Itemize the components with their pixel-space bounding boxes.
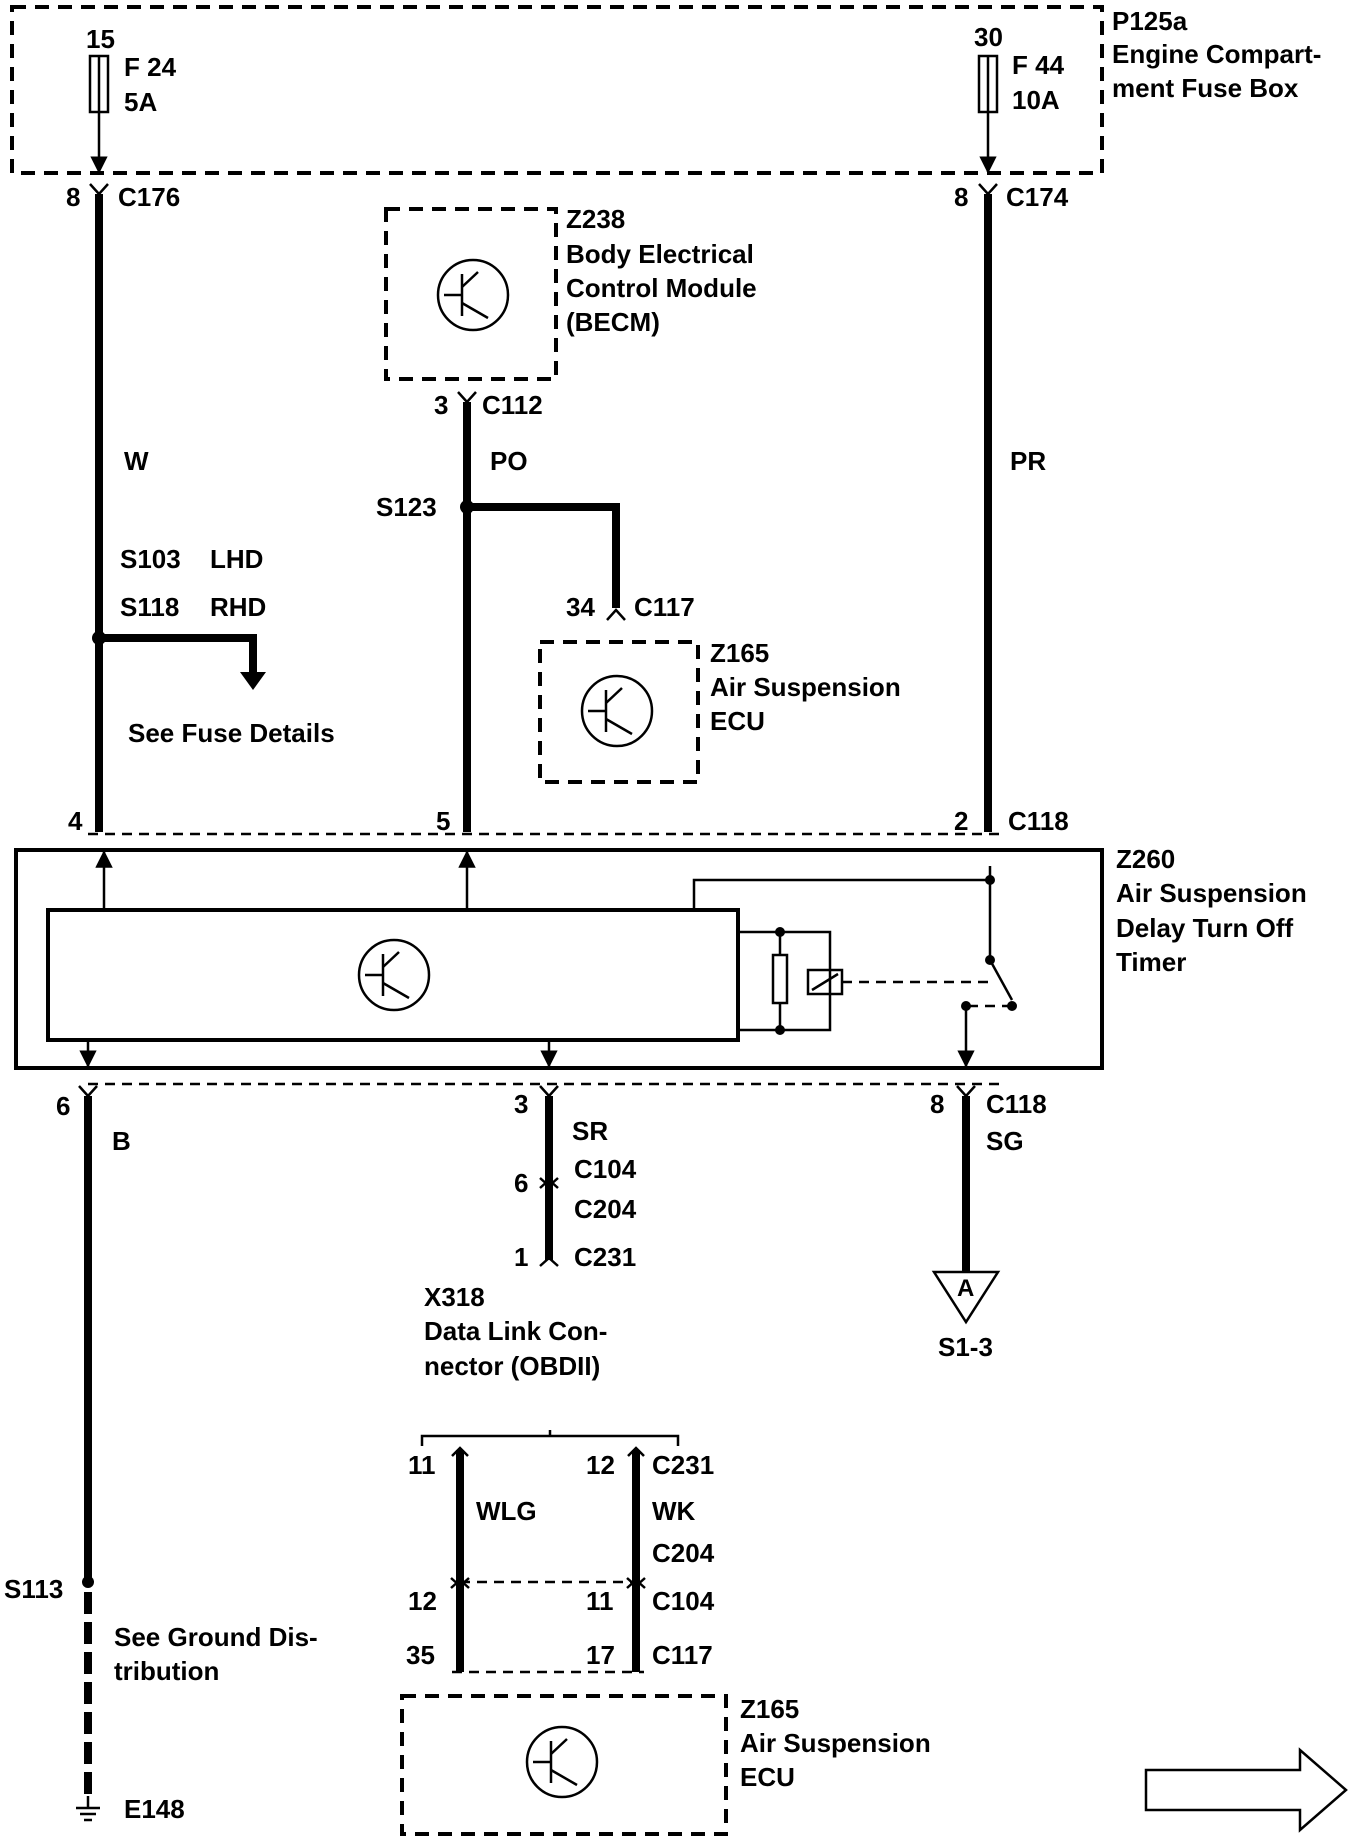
splice-s123: S123 — [376, 492, 437, 522]
becm-line2: Control Module — [566, 273, 757, 303]
wire-po-color: PO — [490, 446, 528, 476]
ground-note-line2: tribution — [114, 1656, 219, 1686]
ecu-bottom-ref: Z165 — [740, 1694, 799, 1724]
ecu-bottom-line1: Air Suspension — [740, 1728, 931, 1758]
c204-name: C204 — [574, 1194, 637, 1224]
becm-line3: (BECM) — [566, 307, 660, 337]
wire-wlg-color: WLG — [476, 1496, 537, 1526]
ecu-top-line2: ECU — [710, 706, 765, 736]
wire-sr: 3 SR 6 C104 C204 1 C231 X318 Data Link C… — [424, 1085, 637, 1381]
bottom-c204-name: C204 — [652, 1538, 715, 1568]
fuse-f24-pin: 15 — [86, 24, 115, 54]
c118-top-pin-left: 4 — [68, 806, 83, 836]
c118-bottom-pin-right: 8 — [930, 1089, 944, 1119]
wire-w-color: W — [124, 446, 149, 476]
wire-w: 8 C176 W S103 LHD S118 RHD See Fuse Deta… — [66, 182, 335, 836]
c231-name: C231 — [574, 1242, 636, 1272]
ecu-top-ref: Z165 — [710, 638, 769, 668]
bottom-c104-right-pin: 11 — [586, 1586, 614, 1616]
wire-sg: 8 C118 SG A S1-3 — [930, 1085, 1047, 1362]
fuse-f24: 15 F 24 5A — [86, 24, 177, 174]
bottom-c117-left-pin: 35 — [406, 1640, 435, 1670]
c118-top-pin-right: 2 — [954, 806, 968, 836]
fuse-f44-rating: 10A — [1012, 85, 1060, 115]
ecu-bottom-module: Z165 Air Suspension ECU — [400, 1694, 931, 1836]
wire-wk-color: WK — [652, 1496, 696, 1526]
timer-module: Z260 Air Suspension Delay Turn Off Timer — [14, 832, 1307, 1086]
c112-pin: 3 — [434, 390, 448, 420]
bottom-c231-right-pin: 12 — [586, 1450, 615, 1480]
c176-name: C176 — [118, 182, 180, 212]
wire-sg-color: SG — [986, 1126, 1024, 1156]
bottom-c104-name: C104 — [652, 1586, 715, 1616]
fuse-box: P125a Engine Compart- ment Fuse Box 15 F… — [10, 5, 1321, 175]
offpage-letter: A — [957, 1275, 974, 1302]
bottom-c104-left-pin: 12 — [408, 1586, 437, 1616]
splice-s103: S103 — [120, 544, 181, 574]
fuse-box-name-line2: ment Fuse Box — [1112, 73, 1299, 103]
bottom-c231-left-pin: 11 — [408, 1450, 436, 1480]
splice-lhd: LHD — [210, 544, 263, 574]
fuse-f44-id: F 44 — [1012, 50, 1065, 80]
bottom-c231-name: C231 — [652, 1450, 714, 1480]
ecu-top-module: Z165 Air Suspension ECU — [538, 638, 901, 784]
c174-name: C174 — [1006, 182, 1069, 212]
c118-bottom-pin-mid: 3 — [514, 1089, 528, 1119]
c118-bottom-name: C118 — [986, 1089, 1047, 1119]
c112-name: C112 — [482, 390, 543, 420]
becm-ref: Z238 — [566, 204, 625, 234]
bottom-c117-name: C117 — [652, 1640, 713, 1670]
c104-name: C104 — [574, 1154, 637, 1184]
c174-pin: 8 — [954, 182, 968, 212]
bottom-c117-right-pin: 17 — [586, 1640, 615, 1670]
fuse-box-ref: P125a — [1112, 6, 1188, 36]
next-page-arrow-icon[interactable] — [1144, 1747, 1348, 1833]
c104-pin: 6 — [514, 1168, 528, 1198]
dlc-line1: Data Link Con- — [424, 1316, 607, 1346]
see-fuse-details-note: See Fuse Details — [128, 718, 335, 748]
c176-pin: 8 — [66, 182, 80, 212]
c117-top-pin: 34 — [566, 592, 595, 622]
dlc-ecu-link: 11 12 C231 WLG WK C204 12 11 C104 35 17 … — [406, 1430, 715, 1674]
wire-po: 3 C112 PO S123 34 C117 5 — [376, 390, 695, 836]
fuse-f24-id: F 24 — [124, 52, 177, 82]
c118-bottom-pin-left: 6 — [56, 1091, 70, 1121]
offpage-ref: S1-3 — [938, 1332, 993, 1362]
c118-top-pin-mid: 5 — [436, 806, 450, 836]
fuse-f44-pin: 30 — [974, 22, 1003, 52]
c117-top-name: C117 — [634, 592, 695, 622]
c118-top-name: C118 — [1008, 806, 1069, 836]
fuse-f24-rating: 5A — [124, 87, 157, 117]
becm-line1: Body Electrical — [566, 239, 754, 269]
ground-icon — [76, 1796, 100, 1822]
fuse-f44: 30 F 44 10A — [974, 22, 1065, 174]
wire-b: 6 B S113 See Ground Dis- tribution E148 — [4, 1085, 318, 1824]
timer-line2: Delay Turn Off — [1116, 913, 1294, 943]
splice-s113: S113 — [4, 1574, 63, 1604]
wire-pr: 8 C174 PR 2 C118 — [954, 182, 1069, 836]
becm-module: Z238 Body Electrical Control Module (BEC… — [384, 204, 757, 381]
timer-line3: Timer — [1116, 947, 1186, 977]
splice-s118: S118 — [120, 592, 179, 622]
splice-rhd: RHD — [210, 592, 266, 622]
ground-ref: E148 — [124, 1794, 185, 1824]
wire-sr-color: SR — [572, 1116, 608, 1146]
wire-b-color: B — [112, 1126, 131, 1156]
ground-note-line1: See Ground Dis- — [114, 1622, 318, 1652]
dlc-line2: nector (OBDII) — [424, 1351, 600, 1381]
ecu-top-line1: Air Suspension — [710, 672, 901, 702]
timer-line1: Air Suspension — [1116, 878, 1307, 908]
c231-pin: 1 — [514, 1242, 528, 1272]
wire-pr-color: PR — [1010, 446, 1046, 476]
timer-ref: Z260 — [1116, 844, 1175, 874]
ecu-bottom-line2: ECU — [740, 1762, 795, 1792]
fuse-box-name-line1: Engine Compart- — [1112, 39, 1321, 69]
dlc-ref: X318 — [424, 1282, 485, 1312]
